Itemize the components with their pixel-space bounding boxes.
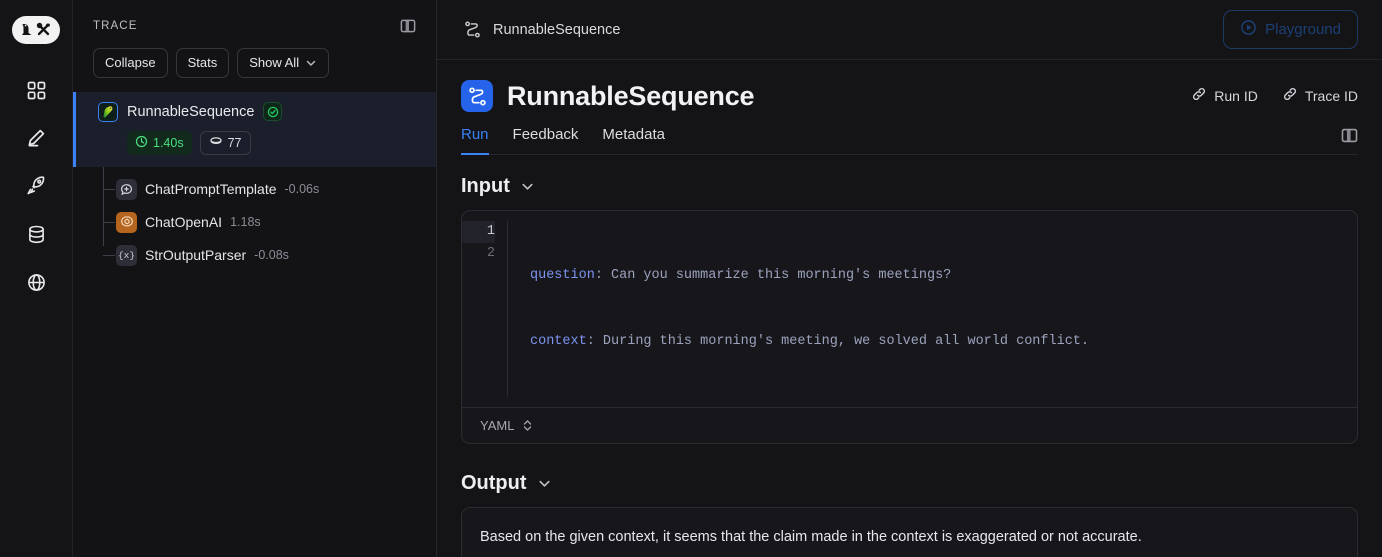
- run-id-link[interactable]: Run ID: [1191, 86, 1258, 105]
- code-format-selector[interactable]: YAML: [462, 407, 1357, 443]
- tab-metadata[interactable]: Metadata: [602, 126, 665, 143]
- input-title: Input: [461, 175, 510, 197]
- grid-icon: [27, 81, 46, 100]
- trace-child-label: ChatPromptTemplate: [145, 181, 277, 198]
- code-content[interactable]: question: Can you summarize this morning…: [508, 221, 1357, 397]
- trace-node-chatprompttemplate[interactable]: ChatPromptTemplate -0.06s: [73, 173, 436, 206]
- sidebar-item-deployments[interactable]: [16, 166, 56, 206]
- code-line: question: Can you summarize this morning…: [530, 268, 952, 283]
- output-text: Based on the given context, it seems tha…: [480, 529, 1142, 545]
- tokens-icon: [209, 135, 223, 151]
- input-section-header: Input: [461, 175, 1358, 198]
- run-body: Input 1 2 question: Can you summarize th…: [437, 155, 1382, 557]
- clock-icon: [135, 135, 148, 151]
- code-key: context: [530, 334, 587, 349]
- stats-button-label: Stats: [187, 55, 218, 70]
- trace-child-label: StrOutputParser: [145, 247, 247, 264]
- link-icon: [1282, 86, 1298, 105]
- trace-node-runnablesequence[interactable]: RunnableSequence: [73, 91, 436, 167]
- trace-path-icon: [463, 20, 482, 39]
- output-section-header: Output: [461, 472, 1358, 495]
- playground-button-label: Playground: [1265, 21, 1341, 38]
- input-code-card: 1 2 question: Can you summarize this mor…: [461, 210, 1358, 444]
- chevron-down-icon[interactable]: [537, 476, 552, 491]
- langsmith-logo[interactable]: [12, 16, 60, 44]
- run-detail: RunnableSequence Run ID: [437, 60, 1382, 557]
- output-card: Based on the given context, it seems tha…: [461, 507, 1358, 557]
- tree-connector-elbow: [103, 255, 115, 257]
- duration-value: 1.40s: [153, 135, 184, 150]
- collapse-button-label: Collapse: [105, 55, 156, 70]
- left-nav-rail: [0, 0, 73, 557]
- breadcrumb-label: RunnableSequence: [493, 21, 621, 38]
- trace-child-duration: 1.18s: [230, 215, 261, 230]
- code-gutter: 1 2: [462, 221, 508, 397]
- globe-icon: [27, 273, 46, 292]
- duration-badge: 1.40s: [127, 130, 192, 155]
- trace-toolbar: Collapse Stats Show All: [93, 48, 416, 78]
- output-title: Output: [461, 472, 527, 494]
- breadcrumb[interactable]: RunnableSequence: [463, 20, 620, 39]
- trace-label: TRACE: [93, 20, 138, 32]
- chevron-updown-icon: [522, 419, 533, 432]
- langchain-parrot-icon: [98, 101, 118, 122]
- top-bar: RunnableSequence Playground: [437, 0, 1382, 60]
- rocket-icon: [26, 176, 46, 196]
- pencil-icon: [26, 128, 46, 148]
- chevron-down-icon: [305, 57, 317, 69]
- trace-id-link[interactable]: Trace ID: [1282, 86, 1358, 105]
- check-circle-icon: [263, 102, 283, 122]
- panel-toggle-icon[interactable]: [400, 18, 416, 34]
- collapse-button[interactable]: Collapse: [93, 48, 168, 78]
- trace-tree: RunnableSequence: [73, 91, 436, 272]
- trace-child-label: ChatOpenAI: [145, 214, 223, 231]
- sidebar-item-annotate[interactable]: [16, 118, 56, 158]
- show-all-button[interactable]: Show All: [237, 48, 330, 78]
- link-icon: [1191, 86, 1207, 105]
- chat-bubble-icon: [116, 178, 137, 200]
- tree-connector-elbow: [103, 222, 115, 224]
- trace-id-label: Trace ID: [1304, 87, 1358, 104]
- trace-children: ChatPromptTemplate -0.06s ChatOpenAI 1.1…: [73, 166, 436, 272]
- openai-icon: [116, 211, 137, 233]
- detail-tabs: Run Feedback Metadata: [461, 126, 1358, 155]
- tab-feedback[interactable]: Feedback: [512, 126, 579, 143]
- trace-child-duration: -0.06s: [284, 182, 320, 197]
- playground-button[interactable]: Playground: [1223, 10, 1358, 49]
- database-icon: [27, 225, 46, 244]
- trace-panel: TRACE Collapse Stats Show All: [73, 0, 437, 557]
- line-number: 2: [486, 246, 495, 261]
- code-key: question: [530, 268, 595, 283]
- sidebar-item-dashboard[interactable]: [16, 70, 56, 110]
- trace-path-icon: [461, 80, 493, 112]
- panel-toggle-icon[interactable]: [1341, 127, 1358, 144]
- page-title: RunnableSequence: [507, 80, 755, 111]
- trace-node-stroutputparser[interactable]: {x} StrOutputParser -0.08s: [73, 239, 436, 272]
- trace-child-duration: -0.08s: [254, 248, 289, 263]
- braces-x-icon: {x}: [116, 244, 137, 266]
- code-value: During this morning's meeting, we solved…: [602, 334, 1090, 349]
- chevron-down-icon[interactable]: [520, 179, 535, 194]
- run-id-label: Run ID: [1214, 87, 1258, 104]
- tokens-badge: 77: [199, 130, 251, 155]
- tree-connector-line: [103, 166, 104, 246]
- trace-node-chatopenai[interactable]: ChatOpenAI 1.18s: [73, 206, 436, 239]
- tab-run[interactable]: Run: [461, 126, 489, 155]
- sidebar-item-hub[interactable]: [16, 262, 56, 302]
- code-value: Can you summarize this morning's meeting…: [611, 268, 952, 283]
- main-area: RunnableSequence Playground: [437, 0, 1382, 557]
- tree-connector-elbow: [103, 189, 115, 191]
- play-circle-icon: [1240, 19, 1257, 40]
- id-links: Run ID Trace ID: [1191, 86, 1358, 105]
- stats-button[interactable]: Stats: [175, 48, 230, 78]
- run-detail-header: RunnableSequence Run ID: [437, 60, 1382, 155]
- format-label: YAML: [480, 418, 515, 433]
- trace-node-label: RunnableSequence: [127, 103, 255, 120]
- sidebar-item-datasets[interactable]: [16, 214, 56, 254]
- line-number: 1: [462, 221, 495, 243]
- code-line: context: During this morning's meeting, …: [530, 334, 1090, 349]
- tokens-value: 77: [227, 135, 242, 150]
- trace-panel-header: TRACE Collapse Stats Show All: [73, 0, 436, 78]
- show-all-button-label: Show All: [249, 55, 300, 70]
